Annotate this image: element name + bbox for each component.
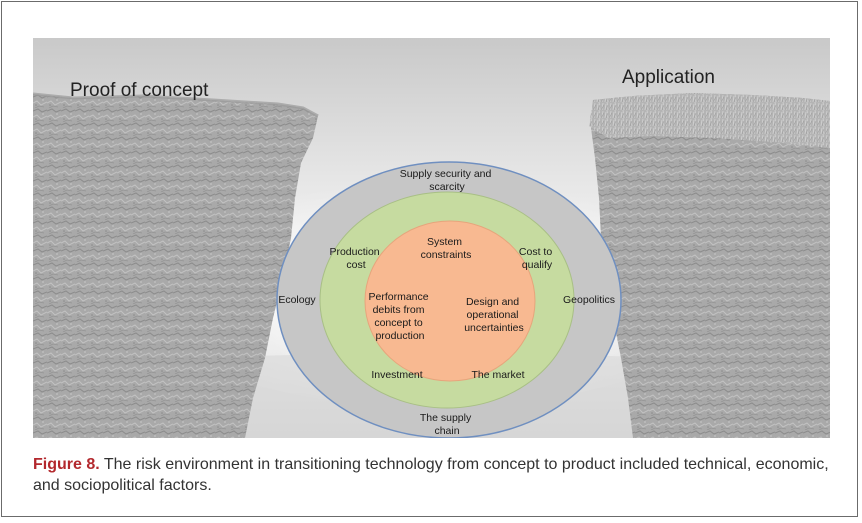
outer-bottom-label: The supply chain bbox=[420, 412, 474, 437]
left-title: Proof of concept bbox=[70, 80, 209, 101]
outer-right-label: Geopolitics bbox=[563, 294, 615, 306]
left-cliff bbox=[33, 94, 318, 438]
right-cliff bbox=[591, 93, 830, 438]
caption-text: The risk environment in transitioning te… bbox=[33, 456, 829, 494]
middle-top-left-label: Production cost bbox=[329, 246, 382, 271]
inner-top-label: System constraints bbox=[421, 236, 472, 261]
inner-left-label: Performance debits from concept to produ… bbox=[368, 291, 431, 342]
middle-bottom-left-label: Investment bbox=[371, 369, 422, 381]
inner-right-label: Design and operational uncertainties bbox=[464, 296, 524, 334]
figure-caption: Figure 8. The risk environment in transi… bbox=[33, 454, 833, 496]
middle-top-right-label: Cost to qualify bbox=[519, 246, 555, 271]
caption-label: Figure 8. bbox=[33, 456, 100, 473]
risk-environment-illustration: Proof of concept Application Supply secu… bbox=[33, 38, 830, 438]
middle-bottom-right-label: The market bbox=[471, 369, 524, 381]
outer-top-label: Supply security and scarcity bbox=[400, 168, 495, 193]
right-cliff-grass bbox=[589, 93, 830, 148]
right-title: Application bbox=[622, 67, 715, 88]
outer-left-label: Ecology bbox=[278, 294, 316, 306]
inner-circle bbox=[364, 220, 536, 382]
risk-diagram: Supply security and scarcity Ecology Geo… bbox=[276, 161, 622, 438]
